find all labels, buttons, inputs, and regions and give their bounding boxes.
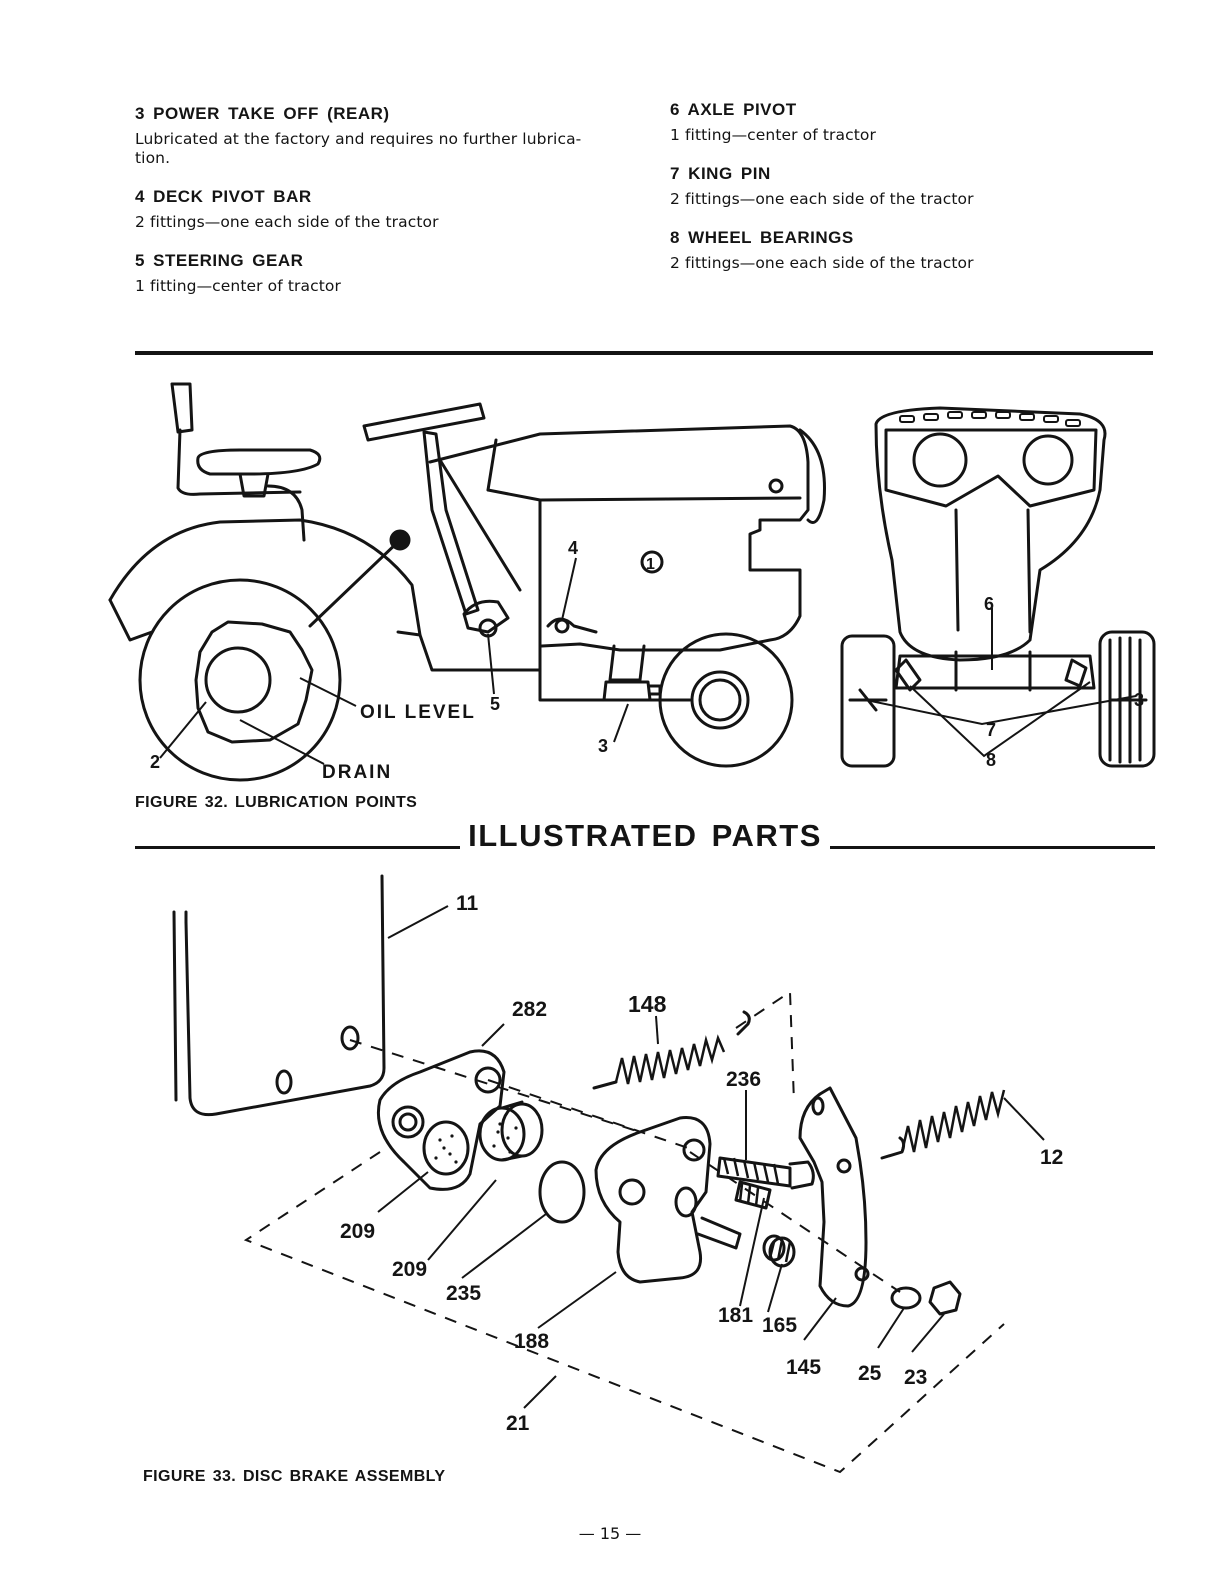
part-209-label: 209: [392, 1258, 427, 1281]
note-power-take-off: 3 POWER TAKE OFF (REAR) Lubricated at th…: [135, 104, 615, 168]
drain-label: DRAIN: [322, 762, 392, 783]
note-body: Lubricated at the factory and requires n…: [135, 130, 582, 167]
part-188-label: 188: [514, 1330, 549, 1353]
part-165-label: 165: [762, 1314, 797, 1337]
note-body: 2 fittings—one each side of the tractor: [135, 213, 439, 231]
oil-level-label: OIL LEVEL: [360, 702, 476, 723]
note-title: 7 KING PIN: [670, 164, 771, 183]
figure-32-lubrication-diagram: OIL LEVEL DRAIN 1 2 3 3 4 5 6 7 8: [108, 382, 1156, 783]
point-3-label: 3: [598, 736, 608, 756]
note-axle-pivot: 6 AXLE PIVOT 1 fitting—center of tractor: [670, 100, 1150, 145]
note-title: 3 POWER TAKE OFF (REAR): [135, 104, 390, 123]
point-5-label: 5: [490, 694, 500, 714]
point-8-label: 8: [986, 750, 996, 770]
part-12-label: 12: [1040, 1146, 1063, 1169]
lubrication-notes-right: 6 AXLE PIVOT 1 fitting—center of tractor…: [670, 100, 1150, 292]
point-1-label: 1: [646, 556, 655, 573]
part-181-label: 181: [718, 1304, 753, 1327]
part-282-label: 282: [512, 998, 547, 1021]
heading-text: ILLUSTRATED PARTS: [460, 818, 830, 853]
note-title: 5 STEERING GEAR: [135, 251, 304, 270]
part-148-label: 148: [628, 991, 667, 1017]
point-3-front-label: 3: [1134, 690, 1144, 710]
page-number: — 15 —: [578, 1524, 642, 1543]
lubrication-notes-left: 3 POWER TAKE OFF (REAR) Lubricated at th…: [135, 104, 615, 315]
point-2-label: 2: [150, 752, 160, 772]
note-title: 8 WHEEL BEARINGS: [670, 228, 854, 247]
part-11-label: 11: [456, 892, 479, 915]
figure-32-caption: FIGURE 32. LUBRICATION POINTS: [135, 794, 418, 811]
part-23-label: 23: [904, 1366, 927, 1389]
part-209-label: 209: [340, 1220, 375, 1243]
point-6-label: 6: [984, 594, 994, 614]
part-236-label: 236: [726, 1068, 761, 1091]
note-steering-gear: 5 STEERING GEAR 1 fitting—center of trac…: [135, 251, 615, 296]
note-title: 6 AXLE PIVOT: [670, 100, 797, 119]
illustrated-parts-heading: ILLUSTRATED PARTS: [0, 818, 1220, 854]
note-wheel-bearings: 8 WHEEL BEARINGS 2 fittings—one each sid…: [670, 228, 1150, 273]
part-145-label: 145: [786, 1356, 821, 1379]
note-body: 1 fitting—center of tractor: [670, 126, 876, 144]
note-body: 1 fitting—center of tractor: [135, 277, 341, 295]
point-7-label: 7: [986, 720, 996, 740]
note-deck-pivot-bar: 4 DECK PIVOT BAR 2 fittings—one each sid…: [135, 187, 615, 232]
note-king-pin: 7 KING PIN 2 fittings—one each side of t…: [670, 164, 1150, 209]
point-4-label: 4: [568, 538, 578, 558]
note-title: 4 DECK PIVOT BAR: [135, 187, 312, 206]
note-body: 2 fittings—one each side of the tractor: [670, 190, 974, 208]
part-235-label: 235: [446, 1282, 481, 1305]
part-21-label: 21: [506, 1412, 530, 1435]
figure-33-disc-brake-diagram: 11 282 148 236 12 209 209 235 188 181 16…: [172, 874, 1063, 1474]
figure-33-caption: FIGURE 33. DISC BRAKE ASSEMBLY: [143, 1468, 446, 1485]
top-divider: [135, 351, 1153, 355]
note-body: 2 fittings—one each side of the tractor: [670, 254, 974, 272]
part-25-label: 25: [858, 1362, 882, 1385]
